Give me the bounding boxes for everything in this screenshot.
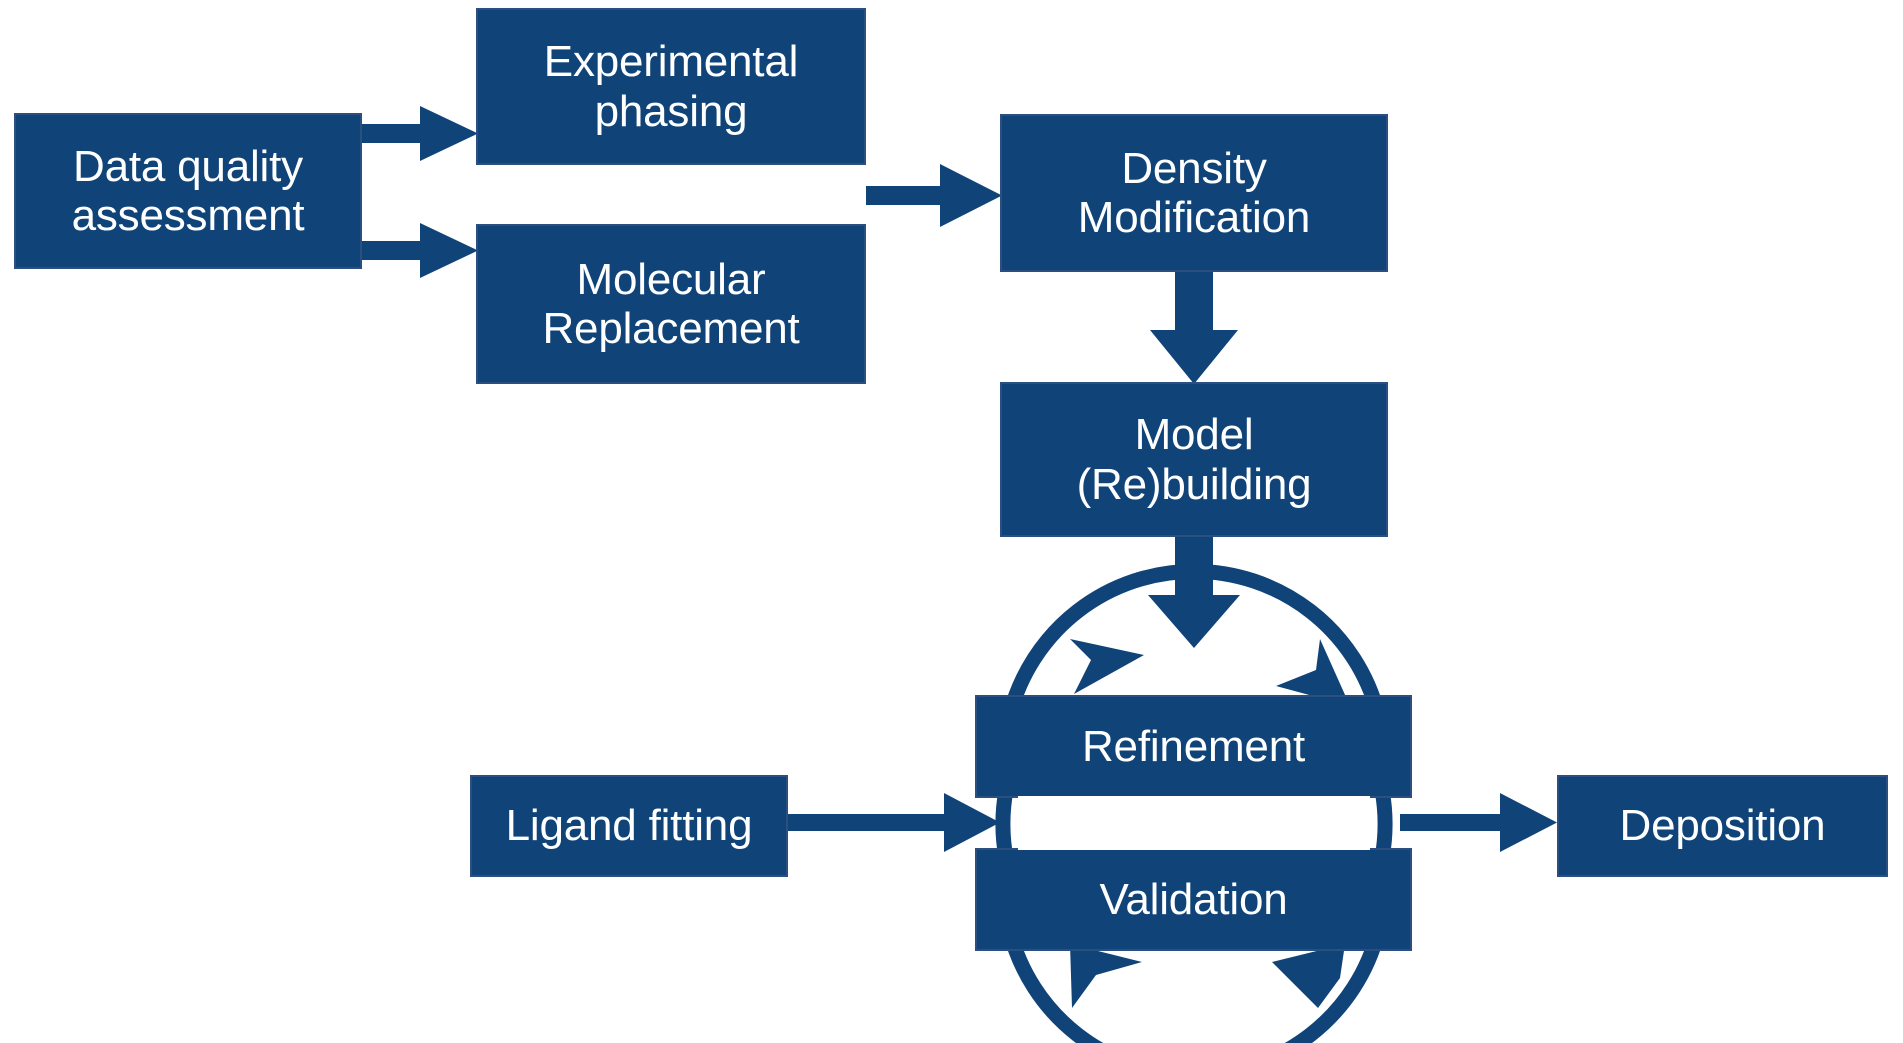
cycle-inner-gap [1018,796,1370,850]
arrow-density-to-model-rebuilding [1150,272,1238,384]
arrow-phasing-to-density-modification [866,164,1002,227]
node-deposition[interactable]: Deposition [1557,775,1888,877]
arrow-model-rebuilding-to-cycle [1148,537,1240,648]
cycle-arc-bottom [1002,924,1386,1043]
node-label: Validation [1099,874,1288,924]
node-label: Molecular Replacement [542,254,800,353]
node-label: Experimental phasing [543,37,799,136]
arrow-dqa-to-experimental-phasing [362,106,478,161]
node-molecular-replacement[interactable]: Molecular Replacement [476,224,866,384]
node-data-quality-assessment[interactable]: Data quality assessment [14,113,362,269]
node-label: Model (Re)building [1076,410,1312,509]
node-label: Refinement [1081,721,1305,771]
node-ligand-fitting[interactable]: Ligand fitting [470,775,788,877]
node-label: Density Modification [1077,143,1311,242]
node-density-modification[interactable]: Density Modification [1000,114,1388,272]
node-validation[interactable]: Validation [975,848,1412,951]
cycle-arc-top [1002,563,1386,722]
node-label: Deposition [1619,801,1826,851]
node-refinement[interactable]: Refinement [975,695,1412,798]
node-label: Ligand fitting [505,801,753,851]
node-label: Data quality assessment [71,141,305,240]
node-experimental-phasing[interactable]: Experimental phasing [476,8,866,165]
arrow-dqa-to-molecular-replacement [362,223,478,278]
node-model-rebuilding[interactable]: Model (Re)building [1000,382,1388,537]
